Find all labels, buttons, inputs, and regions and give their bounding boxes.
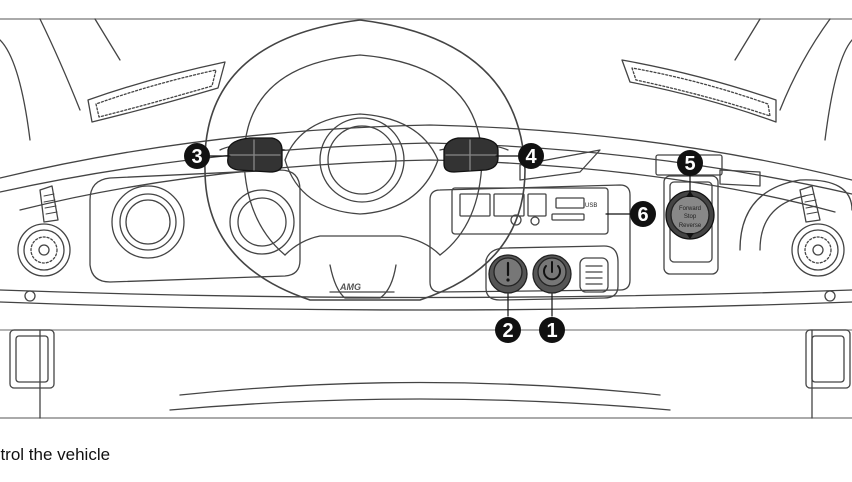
right-speaker-grille	[621, 59, 777, 123]
arrow-down-icon	[686, 233, 694, 239]
usb-icon: USB	[585, 203, 597, 209]
callout-4: 4	[518, 143, 544, 169]
windshield	[0, 18, 852, 141]
leader-lines	[209, 155, 691, 317]
callout-6: 6	[630, 201, 656, 227]
right-dash-pod	[739, 179, 852, 251]
svg-text:4: 4	[525, 146, 537, 168]
dashboard-top	[0, 124, 852, 213]
dashboard-lower-rail	[0, 289, 852, 419]
switch-forward-label: Forward	[679, 206, 701, 212]
svg-text:3: 3	[191, 146, 202, 168]
center-console	[429, 149, 631, 293]
right-side-panel	[805, 290, 851, 389]
callout-3: 3	[184, 143, 210, 169]
instrument-cluster	[89, 169, 301, 283]
callout-1: 1	[539, 317, 565, 343]
media-panel	[451, 187, 609, 235]
right-air-vent	[791, 185, 845, 277]
callout-5: 5	[677, 150, 703, 176]
svg-text:5: 5	[684, 153, 695, 175]
switch-stop-label: Stop	[684, 214, 697, 220]
left-air-vent	[17, 185, 71, 277]
power-button[interactable]	[532, 254, 572, 294]
left-side-panel	[9, 290, 55, 389]
right-steering-buttons[interactable]	[443, 137, 499, 173]
power-icon	[543, 265, 561, 281]
svg-text:2: 2	[502, 320, 513, 342]
left-steering-buttons[interactable]	[227, 137, 283, 173]
extra-switch	[579, 257, 609, 293]
switch-reverse-label: Reverse	[679, 223, 702, 229]
svg-text:6: 6	[637, 204, 648, 226]
arrow-up-icon	[686, 191, 694, 197]
callout-2: 2	[495, 317, 521, 343]
svg-text:1: 1	[546, 320, 557, 342]
direction-switch[interactable]	[665, 190, 715, 240]
caption-text: ntrol the vehicle	[0, 445, 111, 464]
left-speaker-grille	[87, 61, 226, 123]
amg-logo: AMG	[339, 282, 361, 292]
horn-button[interactable]	[488, 254, 528, 294]
